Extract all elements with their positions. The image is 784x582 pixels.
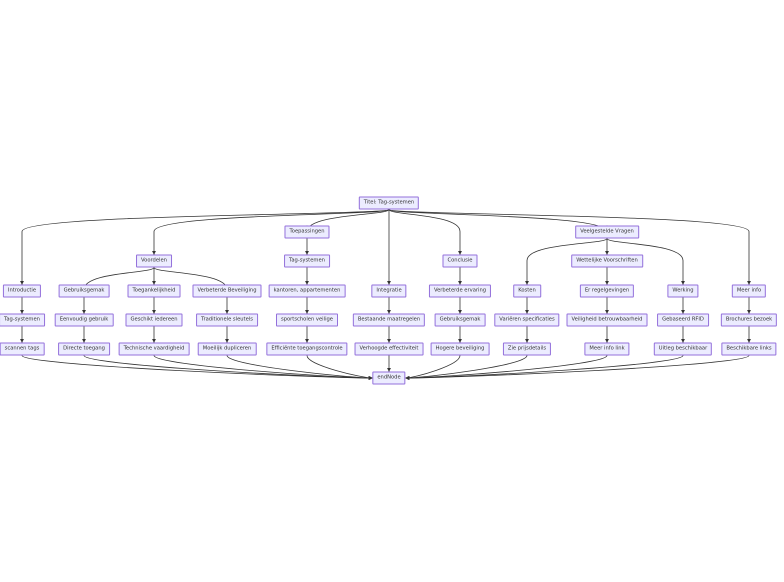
node-end: endNode [372, 371, 406, 385]
node-beschikbare-links: Beschikbare links [721, 342, 777, 356]
node-kosten: Kosten [513, 284, 541, 298]
node-veelgestelde-vragen: Veelgestelde Vragen [575, 225, 639, 239]
node-tag-systemen-intro: Tag-systemen [0, 313, 45, 327]
node-varieren-specificaties: Variëren specificaties [494, 313, 560, 327]
edge-scannen-to-end [21, 355, 373, 380]
node-technische-vaardigheid: Technische vaardigheid [118, 342, 190, 356]
node-voordelen: Voordelen [136, 254, 172, 268]
node-scannen-tags: scannen tags [0, 342, 45, 356]
node-gebruiksgemak-conclusie: Gebruiksgemak [434, 313, 486, 327]
node-hogere-beveiliging: Hogere beveiliging [430, 342, 490, 356]
edge-title-to-intro [20, 209, 390, 285]
node-wettelijke-voorschriften: Wettelijke Voorschriften [571, 254, 643, 268]
node-gebaseerd-rfid: Gebaseerd RFID [657, 313, 709, 327]
edge-hogere-to-end [405, 355, 461, 380]
edge-title-to-meerinfo [388, 209, 751, 285]
node-bestaande-maatregelen: Bestaande maatregelen [352, 313, 426, 327]
node-toegankelijkheid: Toegankelijkheid [127, 284, 181, 298]
node-toepassingen: Toepassingen [284, 225, 330, 239]
node-werking: Werking [667, 284, 699, 298]
node-er-regelgevingen: Er regelgevingen [579, 284, 635, 298]
node-brochures-bezoek: Brochures bezoek [720, 313, 778, 327]
edge-title-to-conclusie [388, 209, 462, 255]
node-verbeterde-beveiliging: Verbeterde Beveiliging [192, 284, 262, 298]
node-meer-info: Meer info [731, 284, 767, 298]
node-veiligheid-betrouwbaarheid: Veiligheid betrouwbaarheid [566, 313, 648, 327]
edge-title-to-voordelen [152, 209, 390, 255]
node-sportscholen-veilige: sportscholen veilige [276, 313, 338, 327]
node-conclusie: Conclusie [442, 254, 478, 268]
node-tag-systemen-toepassingen: Tag-systemen [284, 254, 330, 268]
node-uitleg-beschikbaar: Uitleg beschikbaar [653, 342, 713, 356]
node-introductie: Introductie [2, 284, 42, 298]
node-directe-toegang: Directe toegang [58, 342, 110, 356]
node-kantoren-appartementen: kantoren, appartementen [268, 284, 346, 298]
node-traditionele-sleutels: Traditionele sleutels [196, 313, 258, 327]
edge-beschikbare-to-end [405, 355, 750, 380]
node-eenvoudig-gebruik: Eenvoudig gebruik [54, 313, 114, 327]
edge-faq-to-werking [606, 238, 685, 285]
node-integratie: Integratie [371, 284, 407, 298]
node-zie-prijsdetails: Zie prijsdetails [502, 342, 552, 356]
edge-meerinfolink-to-end [405, 355, 608, 380]
node-verbeterde-ervaring: Verbeterde ervaring [428, 284, 492, 298]
edge-moeilijk-to-end [226, 355, 373, 380]
node-efficiente-toegangscontrole: Efficiënte toegangscontrole [266, 342, 348, 356]
node-verhoogde-effectiviteit: Verhoogde effectiviteit [354, 342, 424, 356]
node-moeilijk-dupliceren: Moeilijk dupliceren [197, 342, 257, 356]
node-geschikt-iedereen: Geschikt iedereen [125, 313, 183, 327]
node-gebruiksgemak: Gebruiksgemak [58, 284, 110, 298]
node-title: Titel: Tag-systemen [358, 196, 420, 210]
node-meer-info-link: Meer info link [584, 342, 630, 356]
edge-efficiente-to-end [306, 355, 373, 380]
